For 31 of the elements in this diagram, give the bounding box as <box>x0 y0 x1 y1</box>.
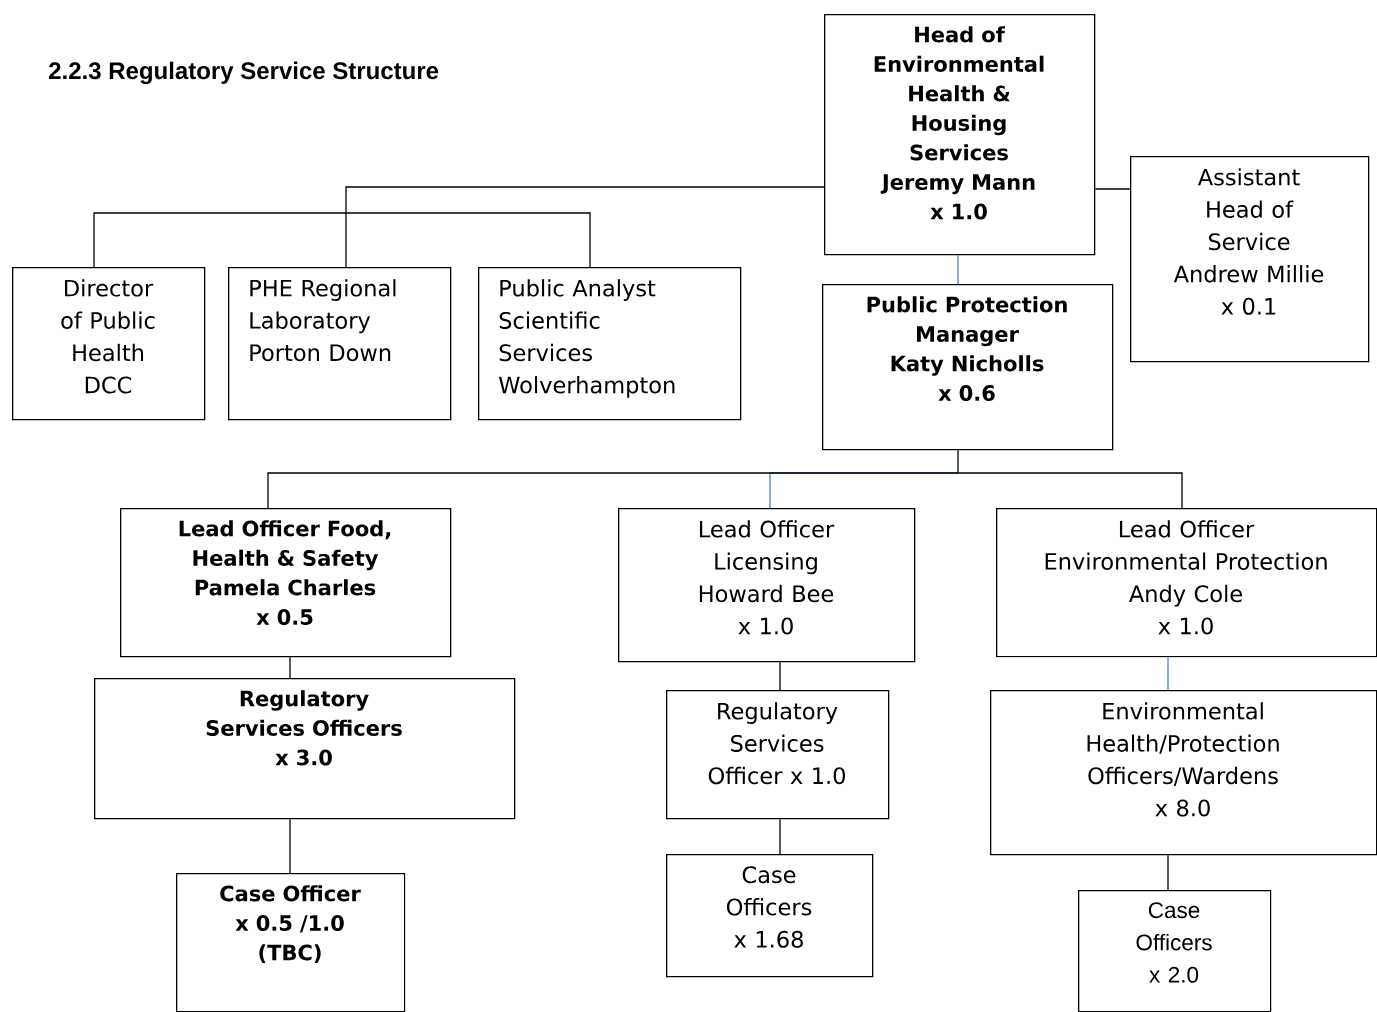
org-box: Lead Officer Food, Health & Safety Pamela Charles x 0.5 <box>120 508 452 658</box>
connector-line <box>345 212 591 268</box>
org-box: Lead Officer Licensing Howard Bee x 1.0 <box>618 508 916 663</box>
connector-line <box>1167 656 1169 691</box>
connector-line <box>779 818 781 855</box>
org-box: Case Officers x 2.0 <box>1078 890 1272 1012</box>
connector-line <box>267 472 959 509</box>
org-box: Public Protection Manager Katy Nicholls x 0.6 <box>822 284 1114 451</box>
connector-line <box>289 656 291 679</box>
org-box: Director of Public Health DCC <box>12 267 206 421</box>
connector-line <box>779 661 781 691</box>
connector-line <box>93 212 347 268</box>
connector-line <box>957 472 1183 509</box>
org-box: Case Officers x 1.68 <box>666 854 874 978</box>
org-box: Head of Environmental Health & Housing Services Jeremy Mann x 1.0 <box>824 14 1096 256</box>
connector-line <box>345 212 347 268</box>
connector-line <box>957 254 959 285</box>
connector-line <box>957 449 959 474</box>
org-box: Public Analyst Scientific Services Wolverhampton <box>478 267 742 421</box>
connector-line <box>289 818 291 874</box>
connector-line <box>1167 854 1169 891</box>
connector-line <box>1094 188 1131 190</box>
connector-line <box>345 186 825 214</box>
org-box: PHE Regional Laboratory Porton Down <box>228 267 452 421</box>
org-box: Case Officer x 0.5 /1.0 (TBC) <box>176 873 406 1012</box>
org-box: Lead Officer Environmental Protection Andy Cole x 1.0 <box>996 508 1377 658</box>
org-box: Environmental Health/Protection Officers/Wardens x 8.0 <box>990 690 1377 856</box>
org-box: Regulatory Services Officer x 1.0 <box>666 690 890 820</box>
org-box: Regulatory Services Officers x 3.0 <box>94 678 516 820</box>
heading: 2.2.3 Regulatory Service Structure <box>49 61 439 85</box>
org-box: Assistant Head of Service Andrew Millie x 0.1 <box>1130 156 1370 363</box>
